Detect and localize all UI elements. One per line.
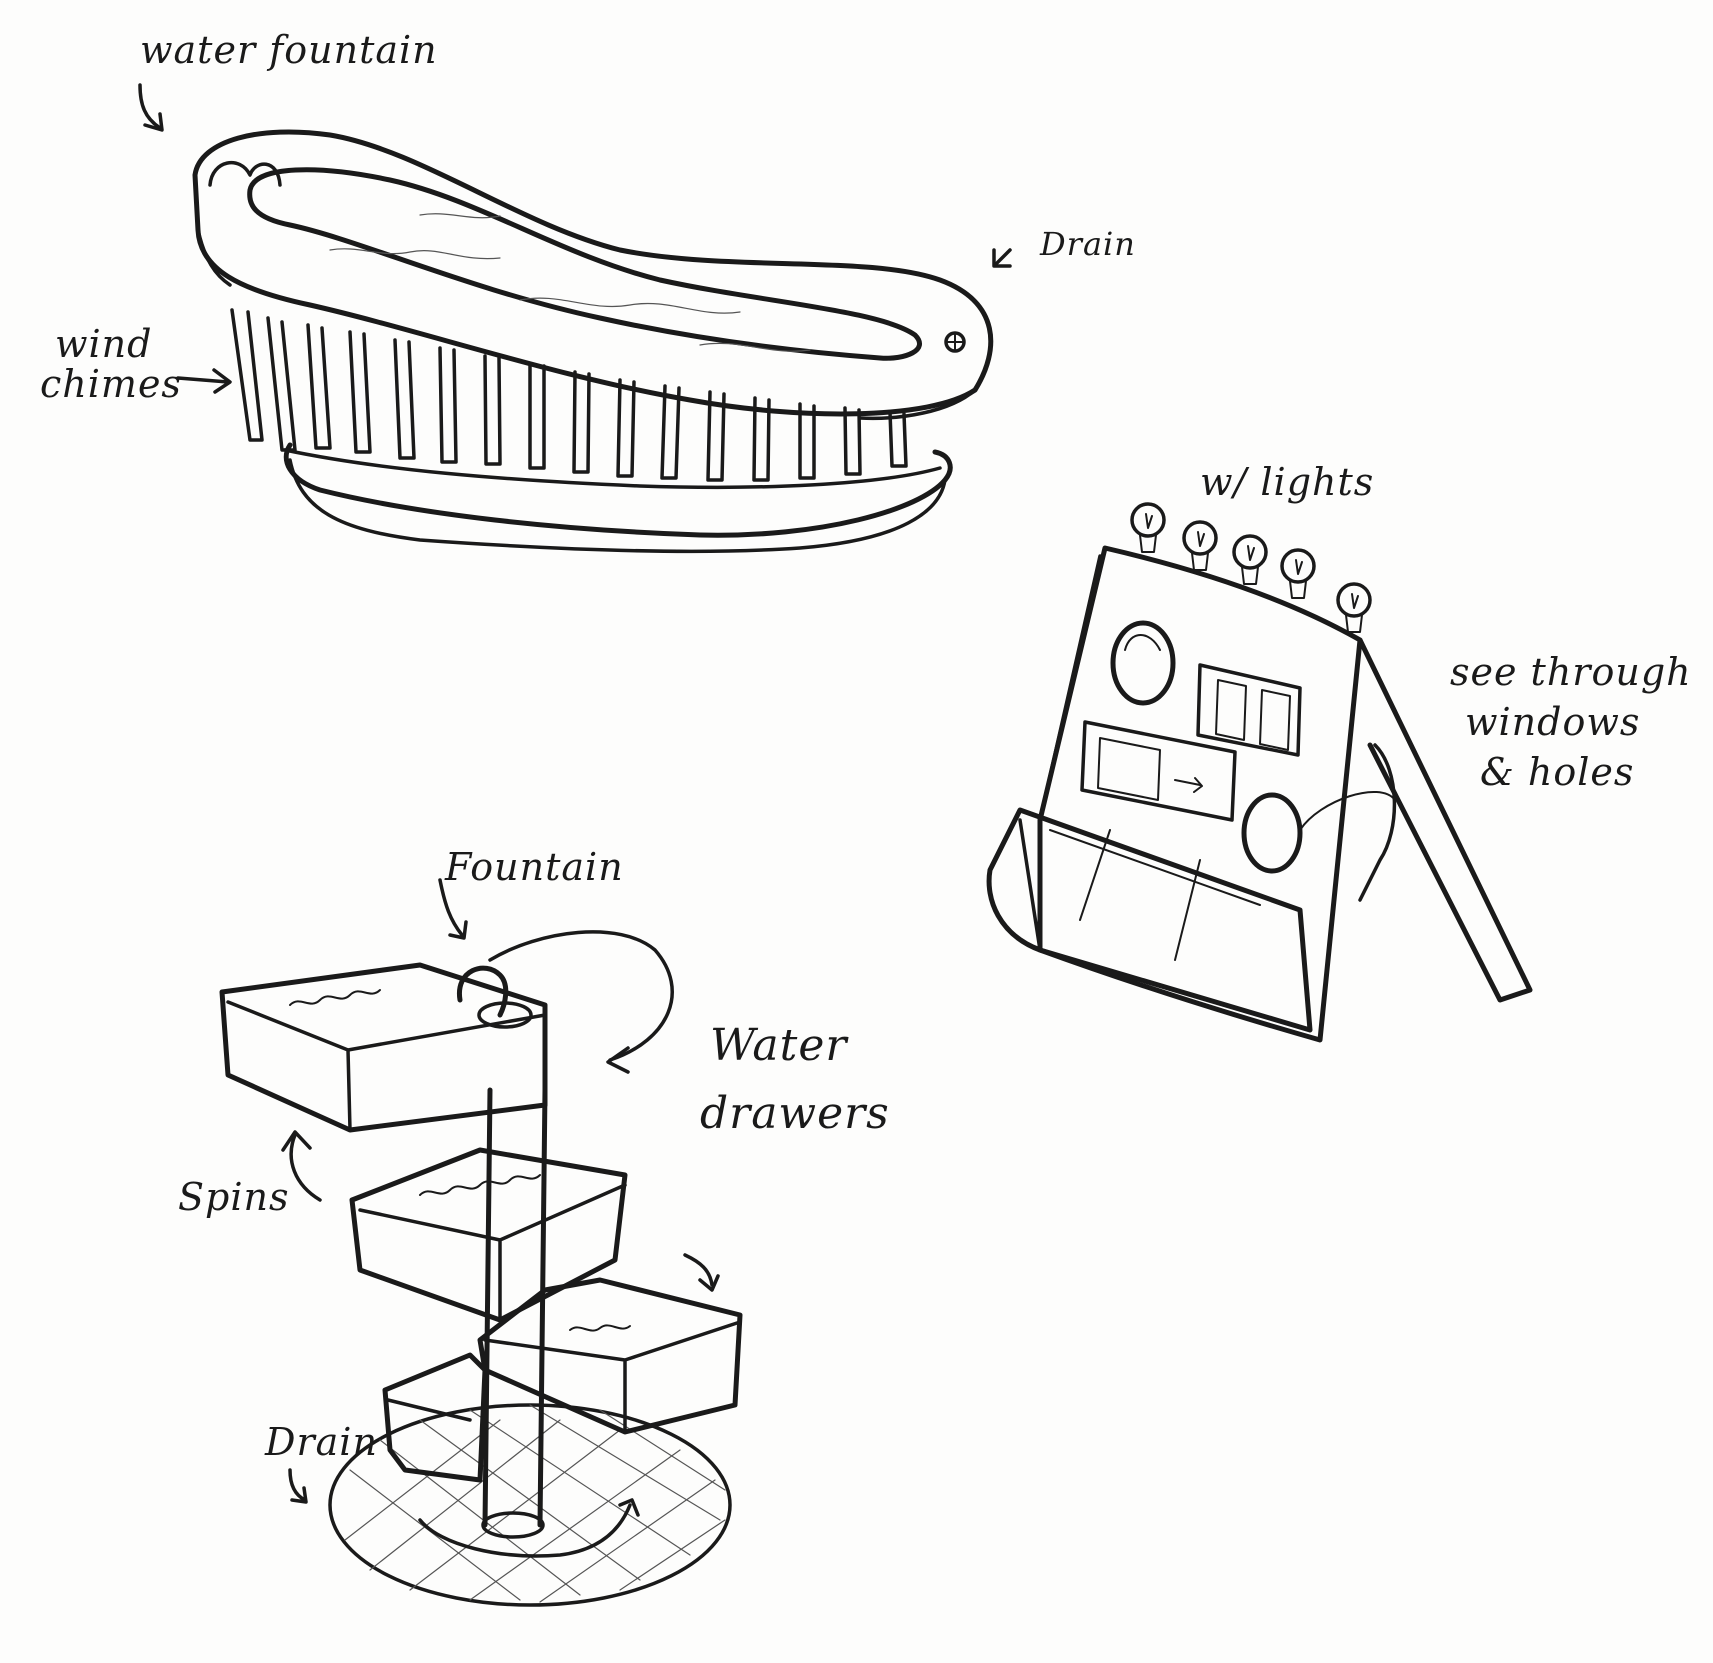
panel-tray — [986, 807, 1313, 1033]
fountain-drain-hole — [944, 331, 966, 353]
label-water-fountain: water fountain — [140, 28, 438, 72]
fountain-arrow-icon — [438, 878, 464, 937]
panel-board — [1037, 545, 1363, 1043]
spin-arrow-icon — [683, 1253, 714, 1287]
label-drain-bottom: Drain — [265, 1420, 378, 1464]
rect-window — [1196, 663, 1302, 757]
water-fountain-sketch — [192, 129, 994, 553]
bulb-icon — [1336, 582, 1372, 633]
right-drawer — [477, 1277, 743, 1435]
label-lights: w/ lights — [1200, 460, 1375, 504]
drain-arrow-icon — [993, 248, 1012, 267]
bulb-icon — [1232, 534, 1268, 585]
water-fountain-arrow-icon — [138, 83, 162, 130]
wind-chimes — [230, 308, 908, 482]
drain-arrow-icon — [288, 1468, 307, 1502]
wind-chimes-arrow-icon — [176, 376, 230, 384]
round-window — [1241, 792, 1303, 874]
round-window — [1110, 620, 1176, 706]
label-water: Water — [710, 1020, 848, 1071]
label-holes: & holes — [1480, 750, 1635, 794]
fountain-top-basin — [192, 129, 994, 417]
label-wind: wind — [55, 322, 153, 366]
label-see-through: see through — [1450, 650, 1692, 694]
bulb-icon — [1280, 548, 1316, 599]
label-spins: Spins — [178, 1175, 290, 1219]
label-chimes: chimes — [40, 362, 182, 406]
bulb-icon — [1182, 520, 1218, 571]
fountain-channel — [247, 167, 922, 361]
light-bulbs — [1130, 502, 1372, 633]
label-drain-top: Drain — [1040, 225, 1136, 263]
label-windows: windows — [1465, 700, 1641, 744]
top-drawer — [219, 962, 548, 1133]
label-fountain: Fountain — [445, 845, 624, 889]
slider-window — [1080, 720, 1237, 822]
spin-arrow-icon — [418, 1503, 632, 1558]
middle-drawer — [349, 1147, 628, 1323]
fountain-spout — [208, 160, 282, 187]
water-drawers-sketch — [219, 878, 743, 1607]
bottom-drawer — [382, 1352, 488, 1483]
label-drawers: drawers — [700, 1088, 890, 1139]
light-panel-sketch — [986, 502, 1533, 1043]
bulb-icon — [1130, 502, 1166, 553]
spin-arrow-icon — [488, 930, 674, 1062]
panel-stand — [1357, 637, 1533, 1003]
spin-arrow-icon — [289, 1133, 322, 1202]
